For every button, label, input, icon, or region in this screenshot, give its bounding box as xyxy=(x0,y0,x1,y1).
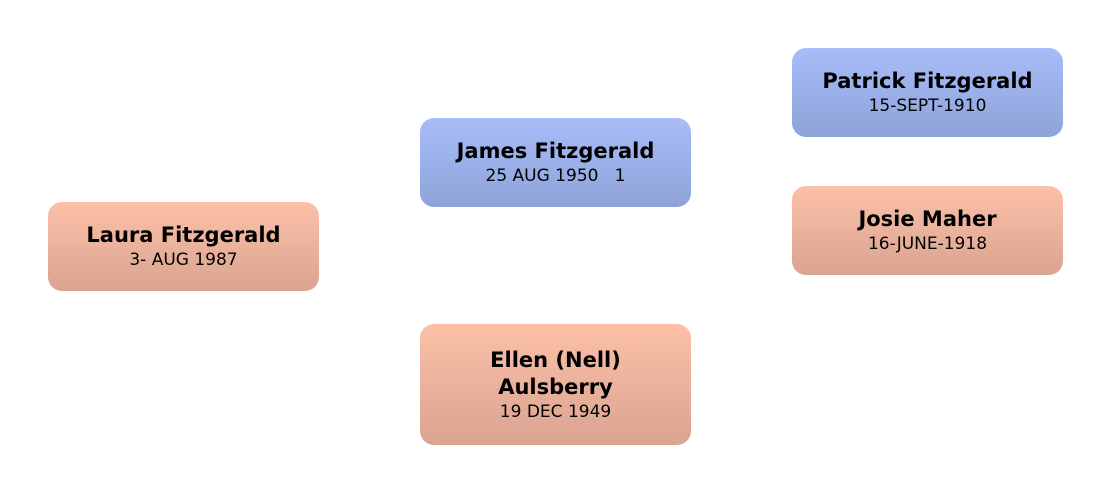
person-date: 16-JUNE-1918 xyxy=(867,234,988,254)
person-node-patrick[interactable]: Patrick Fitzgerald 15-SEPT-1910 xyxy=(792,48,1063,137)
person-node-laura[interactable]: Laura Fitzgerald 3- AUG 1987 xyxy=(48,202,319,291)
person-date: 3- AUG 1987 xyxy=(129,250,238,270)
person-node-james[interactable]: James Fitzgerald 25 AUG 1950 1 xyxy=(420,118,691,207)
person-name: Ellen (Nell) Aulsberry xyxy=(490,347,621,399)
person-name: James Fitzgerald xyxy=(456,139,655,163)
person-name: Patrick Fitzgerald xyxy=(822,69,1033,93)
person-date: 25 AUG 1950 1 xyxy=(485,166,626,186)
person-name: Laura Fitzgerald xyxy=(86,223,281,247)
person-name: Josie Maher xyxy=(858,207,997,231)
person-date: 15-SEPT-1910 xyxy=(868,96,987,116)
person-node-josie[interactable]: Josie Maher 16-JUNE-1918 xyxy=(792,186,1063,275)
person-node-ellen[interactable]: Ellen (Nell) Aulsberry 19 DEC 1949 xyxy=(420,324,691,445)
person-date: 19 DEC 1949 xyxy=(499,401,612,422)
